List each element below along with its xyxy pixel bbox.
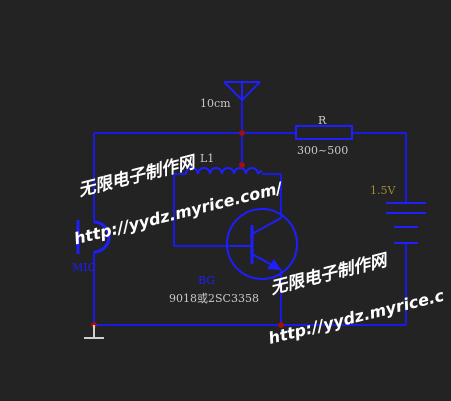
watermark-2-url: http://yydz.myrice.c (266, 286, 446, 348)
battery-symbol (386, 202, 426, 244)
microphone-symbol (76, 220, 111, 254)
battery-voltage-label: 1.5V (370, 184, 396, 197)
antenna-length-label: 10cm (200, 97, 231, 110)
ground-symbol (84, 325, 104, 339)
junction-nodes (91, 130, 284, 328)
transistor-part-label: 9018或2SC3358 (169, 292, 259, 305)
watermark-2: 无限电子制作网 http://yydz.myrice.c (266, 250, 446, 348)
transistor-ref-label: BG (198, 274, 215, 287)
watermark-2-title: 无限电子制作网 (267, 250, 391, 299)
transistor-bg (226, 208, 298, 280)
emitter-arrow (267, 259, 281, 270)
antenna-symbol (223, 81, 261, 101)
resistor-ref-label: R (318, 114, 327, 127)
resistor-value-label: 300~500 (297, 144, 348, 157)
inductor-l1 (185, 167, 263, 175)
resistor-r (295, 125, 353, 140)
mic-label: MIC (72, 261, 96, 274)
wires (93, 100, 407, 326)
inductor-label: L1 (200, 152, 214, 165)
